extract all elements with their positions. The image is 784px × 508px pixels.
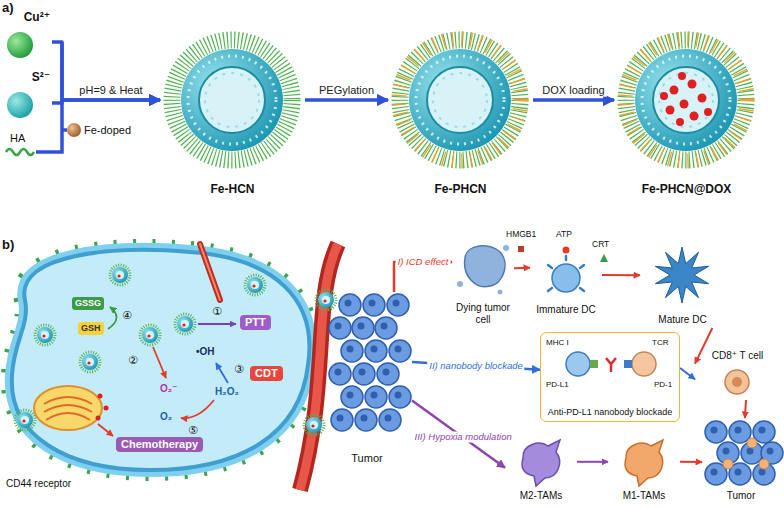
- panel-label: a): [2, 1, 14, 16]
- node-label: CD8⁺ T cell: [712, 350, 764, 362]
- molecule-box: GSH: [78, 322, 104, 335]
- edge-label: PEGylation: [317, 84, 376, 97]
- tumor-mass: [705, 421, 783, 485]
- cell-node: Mature DC: [640, 240, 725, 328]
- node-label: M2-TAMs: [520, 490, 563, 502]
- molecule-box: GSSG: [72, 297, 104, 310]
- edge-label: III) Hypoxia modulation: [413, 432, 514, 443]
- flow-arrow: [52, 100, 160, 103]
- flow-arrow: [305, 98, 388, 102]
- cell-node: M2-TAMs: [505, 438, 577, 504]
- part-label: CD44 receptor: [6, 478, 71, 490]
- reaction-arrows: [98, 307, 236, 436]
- molecule-label: PD-1: [654, 380, 672, 389]
- precursor-spheres: [6, 32, 81, 155]
- flow-arrow: [695, 328, 712, 364]
- node-label: S²⁻: [32, 70, 50, 84]
- molecule-label: PD-L1: [546, 380, 569, 389]
- molecule-label: TCR: [652, 338, 668, 347]
- tumor-mass: [329, 294, 411, 431]
- nanoparticle-node: Fe-PHCN: [388, 26, 533, 198]
- molecule-label: MHC I: [546, 338, 569, 347]
- nanobody-scheme: [566, 352, 656, 376]
- species-label: O₂⁻: [160, 383, 178, 395]
- flow-arrow: [680, 368, 695, 379]
- node-label: Chemotherapy: [121, 438, 198, 451]
- node-label: GSH: [81, 323, 101, 334]
- therapy-box: CDT: [250, 366, 283, 381]
- callout-number: ⑤: [188, 424, 198, 437]
- nanoparticle-node: Fe-HCN: [160, 26, 305, 198]
- node-label: Tumor: [727, 490, 756, 502]
- immature-dc: [548, 256, 584, 292]
- edge-label: DOX loading: [540, 84, 606, 97]
- edge-label: pH=9 & Heat: [77, 84, 144, 97]
- species-label: O₂: [160, 411, 172, 423]
- flow-arrow: [514, 267, 530, 269]
- tumor-cell: [12, 250, 310, 470]
- organelle: [34, 386, 109, 430]
- cell-node: Immature DC: [530, 252, 602, 318]
- signal-label: ATP: [556, 230, 572, 240]
- node-label: Fe-HCN: [211, 182, 255, 196]
- nanoparticle: [399, 39, 521, 161]
- node-label: PTT: [245, 316, 266, 329]
- node-label: Tumor: [351, 452, 382, 465]
- macrophage: [522, 440, 663, 486]
- cell-node: M1-TAMs: [608, 438, 680, 504]
- nanoparticle: [172, 40, 292, 160]
- nanoparticle: [625, 39, 747, 161]
- laser-beam: [200, 244, 220, 300]
- node-label: Mature DC: [658, 314, 706, 326]
- dying-cell: [457, 245, 509, 295]
- node-label: CDT: [255, 367, 278, 380]
- cell-node: Dying tumor cell: [452, 240, 514, 328]
- flow-arrow: [745, 400, 746, 418]
- ion-sphere: S²⁻: [2, 68, 52, 122]
- node-label: GSSG: [75, 298, 101, 309]
- therapy-box: Chemotherapy: [116, 437, 203, 452]
- node-label: Cu²⁺: [24, 10, 50, 24]
- nanoparticle-node: Fe-PHCN@DOX: [614, 26, 759, 198]
- edge-label: I) ICD effect: [396, 257, 451, 268]
- callout-number: ①: [212, 305, 222, 318]
- cd8-t-cell: [725, 370, 749, 394]
- callout-number: ④: [122, 309, 132, 322]
- node-label: Anti-PD-L1 nanobody blockade: [548, 407, 673, 418]
- node-label: Dying tumor cell: [454, 302, 512, 326]
- component-label: Fe-doped: [84, 124, 131, 137]
- tumor-node: Tumor: [702, 418, 780, 504]
- callout-number: ③: [234, 363, 244, 376]
- node-label: M1-TAMs: [623, 490, 666, 502]
- node-label: Immature DC: [536, 304, 595, 316]
- edge-label: II) nanobody blockade: [427, 360, 524, 371]
- signal-label: CRT: [592, 240, 609, 250]
- species-label: •OH: [196, 346, 215, 358]
- nanoparticle-small: [15, 265, 265, 430]
- node-label: Fe-PHCN: [434, 182, 486, 196]
- cell-node: CD8⁺ T cell: [695, 348, 780, 400]
- mature-dc: [655, 247, 708, 303]
- component-label: HA: [10, 132, 25, 145]
- flow-arrow: [52, 42, 160, 100]
- therapy-box: PTT: [240, 315, 271, 330]
- flow-arrow: [533, 98, 614, 102]
- ion-sphere: Cu²⁺: [2, 8, 52, 62]
- tumor-node: Tumor: [322, 292, 412, 467]
- flow-arrow: [680, 461, 702, 463]
- panel-label: b): [2, 238, 14, 253]
- species-label: H₂O₂: [215, 386, 239, 398]
- callout-number: ②: [128, 354, 138, 367]
- flow-arrow: [577, 461, 608, 463]
- signal-label: HMGB1: [506, 230, 536, 240]
- node-label: Fe-PHCN@DOX: [642, 182, 732, 196]
- flow-arrow: [602, 274, 640, 276]
